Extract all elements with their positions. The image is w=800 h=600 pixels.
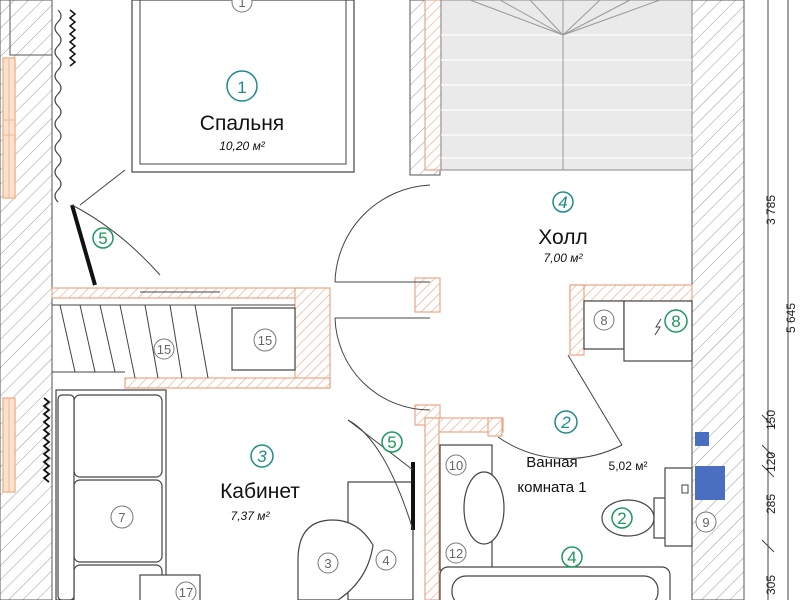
svg-text:3: 3 <box>257 447 267 466</box>
svg-text:7: 7 <box>118 510 125 525</box>
dimension-3785: 3 785 <box>764 195 778 225</box>
svg-text:5: 5 <box>98 229 107 248</box>
room-name-study: Кабинет <box>220 480 300 503</box>
svg-text:12: 12 <box>449 546 463 561</box>
room-area-bathroom: 5,02 м² <box>609 459 648 473</box>
room-name-hall: Холл <box>538 226 588 249</box>
svg-text:15: 15 <box>258 333 272 348</box>
room-number-badge <box>226 70 258 102</box>
svg-text:2: 2 <box>617 509 626 528</box>
dimension-120: 120 <box>764 452 778 472</box>
door-bedroom <box>70 204 97 286</box>
dimension-305: 305 <box>764 575 778 595</box>
dimension-150: 150 <box>764 410 778 430</box>
dimension-285: 285 <box>764 494 778 514</box>
room-number-badge <box>552 191 574 213</box>
svg-text:1: 1 <box>237 78 246 97</box>
bathroom: 10 12 Ванная комната 1 5,02 м² 2 9 4 <box>439 432 725 600</box>
grey-marker-1 <box>231 0 253 13</box>
svg-text:4: 4 <box>567 548 576 567</box>
svg-text:1: 1 <box>238 0 245 10</box>
green-marker-5-bottom: 5 <box>381 431 403 453</box>
dimension-5645: 5 645 <box>784 303 798 333</box>
svg-text:2: 2 <box>560 413 571 432</box>
room-name-bedroom: Спальня <box>200 112 284 135</box>
blue-fixture <box>695 466 725 500</box>
blue-fixture <box>695 432 709 446</box>
curtain-top <box>54 9 77 203</box>
svg-text:15: 15 <box>157 342 171 357</box>
svg-text:10: 10 <box>449 458 463 473</box>
svg-text:8: 8 <box>671 312 680 331</box>
svg-text:9: 9 <box>702 515 709 530</box>
study: 7 17 3 Кабинет 7,37 м² 4 3 <box>55 389 415 600</box>
green-marker-5-top: 5 <box>92 227 114 249</box>
svg-text:8: 8 <box>600 313 607 328</box>
bathroom-door: 2 <box>497 354 623 460</box>
window-left-top <box>2 57 16 199</box>
cabinet-8: 8 8 <box>583 300 693 362</box>
hall: 4 Холл 7,00 м² <box>334 184 588 411</box>
room-name-bathroom-line1: Ванная <box>526 454 577 471</box>
svg-text:4: 4 <box>558 193 567 212</box>
bedroom: 1 1 Спальня 10,20 м² <box>70 0 355 286</box>
curtain-bottom <box>42 397 51 483</box>
room-name-bathroom-line2: комната 1 <box>517 479 586 496</box>
dimension-lines <box>761 0 789 600</box>
svg-text:3: 3 <box>324 556 331 571</box>
window-left-bottom <box>2 397 16 493</box>
svg-text:4: 4 <box>382 553 389 568</box>
svg-text:5: 5 <box>387 433 396 452</box>
svg-text:17: 17 <box>179 585 193 600</box>
staircase <box>440 0 693 171</box>
room-area-bedroom: 10,20 м² <box>219 139 266 153</box>
room-area-study: 7,37 м² <box>231 509 271 523</box>
closet-15: 15 15 <box>52 291 296 379</box>
room-number-badge <box>250 444 274 468</box>
partitions <box>51 0 693 600</box>
room-area-hall: 7,00 м² <box>544 251 584 265</box>
